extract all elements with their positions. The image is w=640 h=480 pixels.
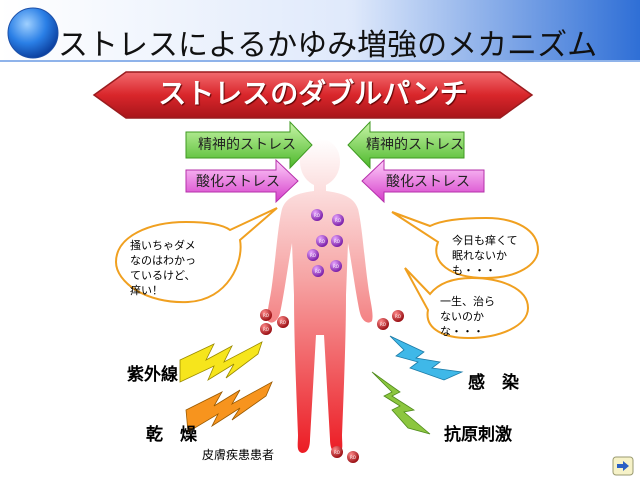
speech-bubble-right-bottom: [404, 267, 530, 340]
molecule-ro-label: RO: [333, 264, 339, 269]
molecule-ro-label: RO: [319, 239, 325, 244]
molecule-ro-label: RO: [395, 314, 401, 319]
molecule-ro-label: RO: [335, 218, 341, 223]
infection-lightning-icon: [389, 335, 464, 381]
human-body-figure: [267, 139, 373, 453]
molecule-ro-label: RO: [315, 269, 321, 274]
arrow-oxidative-stress-right: [361, 158, 485, 204]
bubble-line: 今日も痒くて: [452, 234, 518, 247]
molecule-ro-label: RO: [334, 239, 340, 244]
molecule-ro-label: RO: [334, 450, 340, 455]
bubble-line: 掻いちゃダメ: [130, 239, 196, 252]
molecule-ro: [277, 316, 289, 328]
blue-circle-icon: [7, 7, 59, 59]
molecule-ro-label: RO: [310, 253, 316, 258]
page-title: ストレスによるかゆみ増強のメカニズム: [58, 28, 598, 63]
molecule-ro: [332, 214, 344, 226]
speech-bubble-right-top: [391, 211, 540, 280]
bubble-right-top-text: 今日も痒くて 眠れないか も・・・: [452, 233, 532, 278]
label-infection: 感 染: [468, 373, 519, 393]
molecule-ro: [347, 451, 359, 463]
molecule-ro-label: RO: [380, 322, 386, 327]
banner-title: ストレスのダブルパンチ: [158, 77, 468, 110]
molecule-ro: [331, 446, 343, 458]
label-oxidative-stress-right: 酸化ストレス: [386, 174, 470, 190]
bubble-line: 痒い！: [130, 284, 163, 297]
molecule-ro: [392, 310, 404, 322]
label-uv: 紫外線: [127, 365, 178, 385]
title-bar: [0, 0, 640, 62]
bubble-left-text: 掻いちゃダメ なのはわかっ ているけど、 痒い！: [130, 238, 240, 298]
molecule-ro: [377, 318, 389, 330]
molecule-ro: [316, 235, 328, 247]
bubble-line: な・・・: [440, 325, 484, 338]
label-mental-stress-left: 精神的ストレス: [198, 137, 296, 153]
molecule-ro-label: RO: [314, 213, 320, 218]
molecule-ro: [307, 249, 319, 261]
next-arrow-icon: [612, 456, 634, 476]
molecule-ro: [330, 260, 342, 272]
dry-lightning-icon: [185, 381, 273, 433]
label-oxidative-stress-left: 酸化ストレス: [196, 174, 280, 190]
arrow-oxidative-stress-left: [185, 158, 299, 204]
molecule-ro: [311, 209, 323, 221]
molecule-ro-label: RO: [263, 327, 269, 332]
bubble-line: ないのか: [440, 310, 484, 323]
patient-label: 皮膚疾患患者: [202, 448, 275, 462]
bubble-line: 一生、治ら: [440, 295, 495, 308]
banner-shape: [92, 71, 534, 119]
arrow-mental-stress-left: [185, 120, 313, 170]
antigen-lightning-icon: [371, 371, 431, 435]
bubble-line: ているけど、: [130, 269, 196, 282]
molecule-ro-label: RO: [263, 313, 269, 318]
bubble-line: も・・・: [452, 264, 496, 277]
molecule-ro: [331, 235, 343, 247]
bubble-right-bottom-text: 一生、治ら ないのか な・・・: [440, 294, 520, 339]
arrow-mental-stress-right: [347, 120, 465, 170]
bubble-line: 眠れないか: [452, 249, 507, 262]
uv-lightning-icon: [179, 341, 263, 383]
label-antigen: 抗原刺激: [444, 425, 512, 445]
molecule-ro-label: RO: [280, 320, 286, 325]
label-mental-stress-right: 精神的ストレス: [366, 137, 464, 153]
molecule-ro: [260, 309, 272, 321]
bubble-line: なのはわかっ: [130, 254, 196, 267]
speech-bubble-left: [114, 207, 278, 304]
molecule-ro: [312, 265, 324, 277]
next-button[interactable]: [612, 456, 634, 476]
label-dry: 乾 燥: [146, 425, 197, 445]
molecule-ro-label: RO: [350, 455, 356, 460]
molecule-ro: [260, 323, 272, 335]
